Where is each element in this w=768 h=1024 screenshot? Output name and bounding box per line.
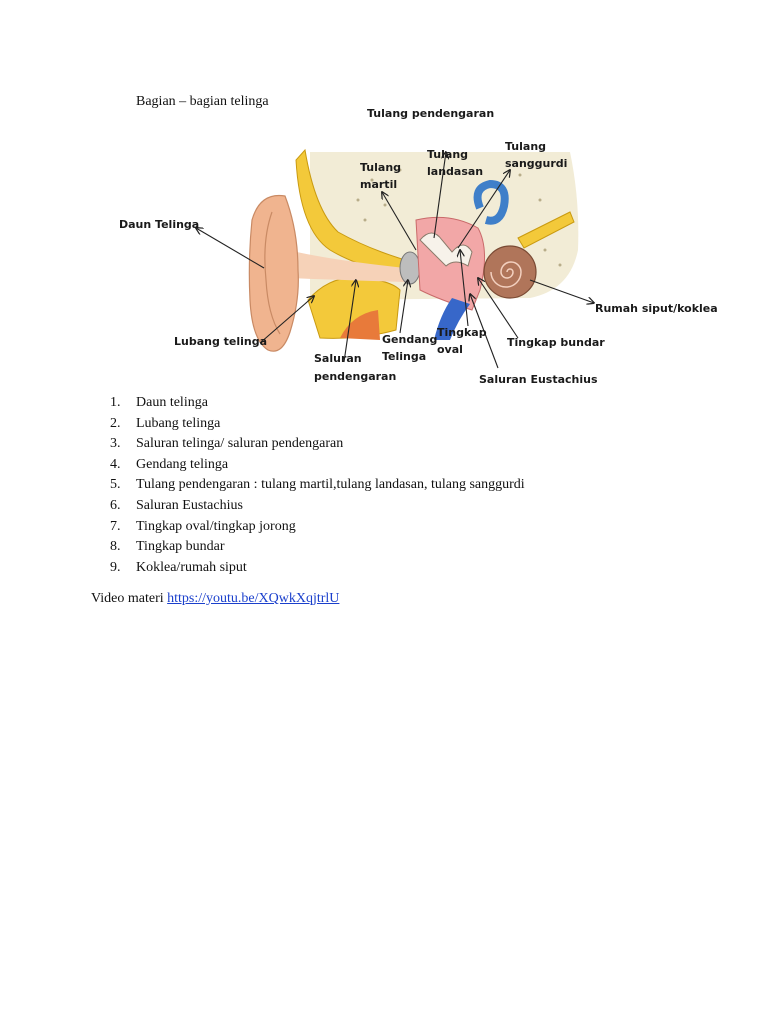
list-item: 4.Gendang telinga <box>110 456 229 472</box>
label-tulang-sanggurdi-2: sanggurdi <box>505 157 567 170</box>
ossicles <box>419 232 473 267</box>
list-item: 6.Saluran Eustachius <box>110 497 243 513</box>
list-item: 8.Tingkap bundar <box>110 539 225 555</box>
arrow-rumah-siput <box>529 279 594 303</box>
label-gendang-1: Gendang <box>382 333 437 346</box>
label-lubang-telinga: Lubang telinga <box>174 335 267 348</box>
arrow-landasan <box>433 152 446 239</box>
video-line: Video materi https://youtu.be/XQwkXqjtrl… <box>91 591 339 607</box>
ear-diagram: Tulang pendengaran Tulang martil Tulang … <box>119 107 718 386</box>
arrow-saluran <box>343 280 356 363</box>
list-item: 1.Daun telinga <box>110 395 208 410</box>
label-saluran-1: Saluran <box>314 352 362 365</box>
list-item: 7.Tingkap oval/tingkap jorong <box>110 518 296 534</box>
eardrum <box>399 251 421 285</box>
video-prefix: Video materi <box>91 591 168 606</box>
tissue <box>340 310 380 340</box>
list-item: 5.Tulang pendengaran : tulang martil,tul… <box>110 477 525 493</box>
label-daun-telinga: Daun Telinga <box>119 218 199 231</box>
label-saluran-eustachius: Saluran Eustachius <box>479 373 598 386</box>
arrow-tingkap-bundar <box>478 278 519 339</box>
label-saluran-2: pendengaran <box>314 370 396 383</box>
auditory-nerve <box>517 211 575 249</box>
label-tingkap-bundar: Tingkap bundar <box>507 336 605 349</box>
ear-canal <box>288 250 405 282</box>
page-title: Bagian – bagian telinga <box>136 94 269 109</box>
label-tulang-martil-2: martil <box>360 178 397 191</box>
semicircular-canals <box>473 179 509 225</box>
arrow-gendang <box>399 280 408 334</box>
auricle-fold <box>264 211 281 335</box>
video-link[interactable]: https://youtu.be/XQwkXqjtrlU <box>167 591 340 606</box>
ear-parts-list: 1.Daun telinga 2.Lubang telinga 3.Salura… <box>110 393 525 578</box>
label-tingkap-oval-1: Tingkap <box>437 326 487 339</box>
eustachian-tube <box>434 298 470 340</box>
label-tingkap-oval-2: oval <box>437 343 463 356</box>
list-item: 9.Koklea/rumah siput <box>110 559 247 575</box>
label-tulang-martil-1: Tulang <box>360 161 401 174</box>
list-item: 3.Saluran telinga/ saluran pendengaran <box>110 436 344 452</box>
list-item: 2.Lubang telinga <box>110 415 221 431</box>
cochlea <box>483 245 537 299</box>
label-gendang-2: Telinga <box>382 350 426 363</box>
auricle <box>248 194 299 352</box>
arrow-tingkap-oval <box>460 250 469 327</box>
arrow-daun-telinga <box>196 228 265 269</box>
arrow-martil <box>382 192 417 251</box>
cochlea-spiral <box>490 261 522 288</box>
arrow-lubang-telinga <box>259 296 314 344</box>
arrow-sanggurdi <box>457 170 510 249</box>
label-tulang-sanggurdi-1: Tulang <box>505 140 546 153</box>
label-tulang-pendengaran: Tulang pendengaran <box>367 107 494 120</box>
label-rumah-siput: Rumah siput/koklea <box>595 302 718 315</box>
label-tulang-landasan-2: landasan <box>427 165 483 178</box>
label-tulang-landasan-1: Tulang <box>427 148 468 161</box>
arrow-eustachius <box>470 294 499 369</box>
